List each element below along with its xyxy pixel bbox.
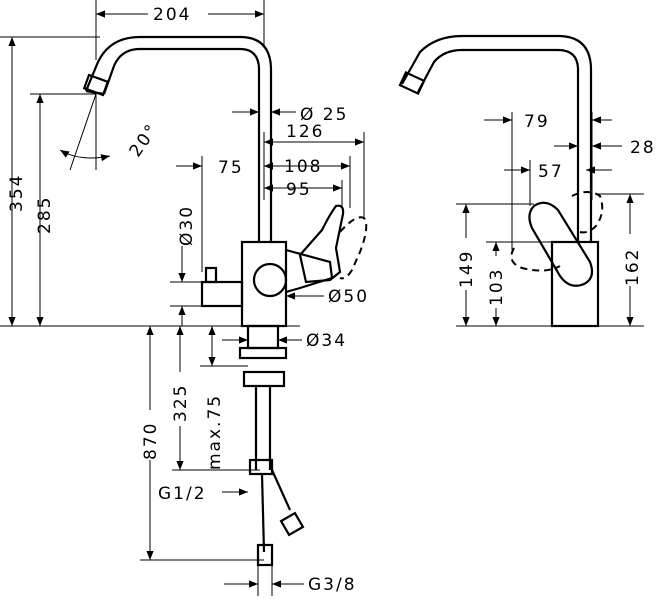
hose-fitting-side: [279, 511, 305, 537]
below-counter-870-label: 870: [141, 422, 161, 460]
hose-angled: [270, 469, 292, 511]
body-diameter-top-label: Ø 25: [300, 105, 348, 125]
hose-connector: [248, 458, 274, 476]
thread-g38-label: G3/8: [308, 575, 357, 595]
side-handle: [528, 201, 594, 287]
shank-top: [246, 324, 280, 350]
handle-hub: [252, 262, 288, 298]
front-view: 204 354 285 20° Ø 25 126 108 95 75: [0, 0, 369, 596]
handle-span-95-label: 95: [286, 180, 312, 200]
aerator: [82, 73, 110, 97]
washer: [238, 346, 288, 360]
side-aerator: [398, 70, 426, 96]
handle-lever: [298, 204, 345, 284]
side-view: 79 28 57 149 103 162: [398, 34, 656, 328]
below-counter-325-label: 325: [171, 384, 191, 422]
spout-reach-label: 204: [153, 5, 191, 25]
angle-arc: [59, 149, 111, 162]
handle-base: [285, 248, 334, 294]
side-body: [550, 240, 600, 328]
spout-angle-label: 20°: [126, 120, 163, 161]
diameter-50-label: Ø50: [328, 287, 369, 307]
side-dim-57-label: 57: [538, 162, 564, 182]
side-dim-103-label: 103: [487, 268, 507, 306]
nut: [242, 370, 286, 388]
side-spout-outline: [401, 34, 593, 242]
side-handle-open-position: [510, 247, 561, 272]
side-dim-149-label: 149: [457, 250, 477, 288]
handle-span-126-label: 126: [286, 122, 324, 142]
hose-fitting-bottom: [256, 543, 274, 567]
total-height-label: 354: [7, 174, 27, 212]
thread-g12-label: G1/2: [158, 484, 207, 504]
faucet-body: [240, 240, 288, 328]
offset-75-label: 75: [218, 158, 244, 178]
side-knob-cap: [204, 266, 218, 284]
diameter-30-label: Ø30: [177, 205, 197, 246]
handle-span-108-label: 108: [284, 157, 322, 177]
side-dim-79-label: 79: [524, 112, 550, 132]
spout-height-label: 285: [35, 196, 55, 234]
max-thickness-label: max.75: [205, 394, 225, 470]
hose-long: [260, 473, 266, 553]
side-knob: [200, 280, 244, 308]
side-dim-162-label: 162: [623, 248, 643, 286]
spout-outline: [84, 35, 273, 242]
diameter-34-label: Ø34: [306, 331, 347, 351]
handle-open-position: [339, 216, 368, 280]
side-handle-alt-position: [571, 191, 604, 234]
side-dim-28-label: 28: [630, 138, 656, 158]
